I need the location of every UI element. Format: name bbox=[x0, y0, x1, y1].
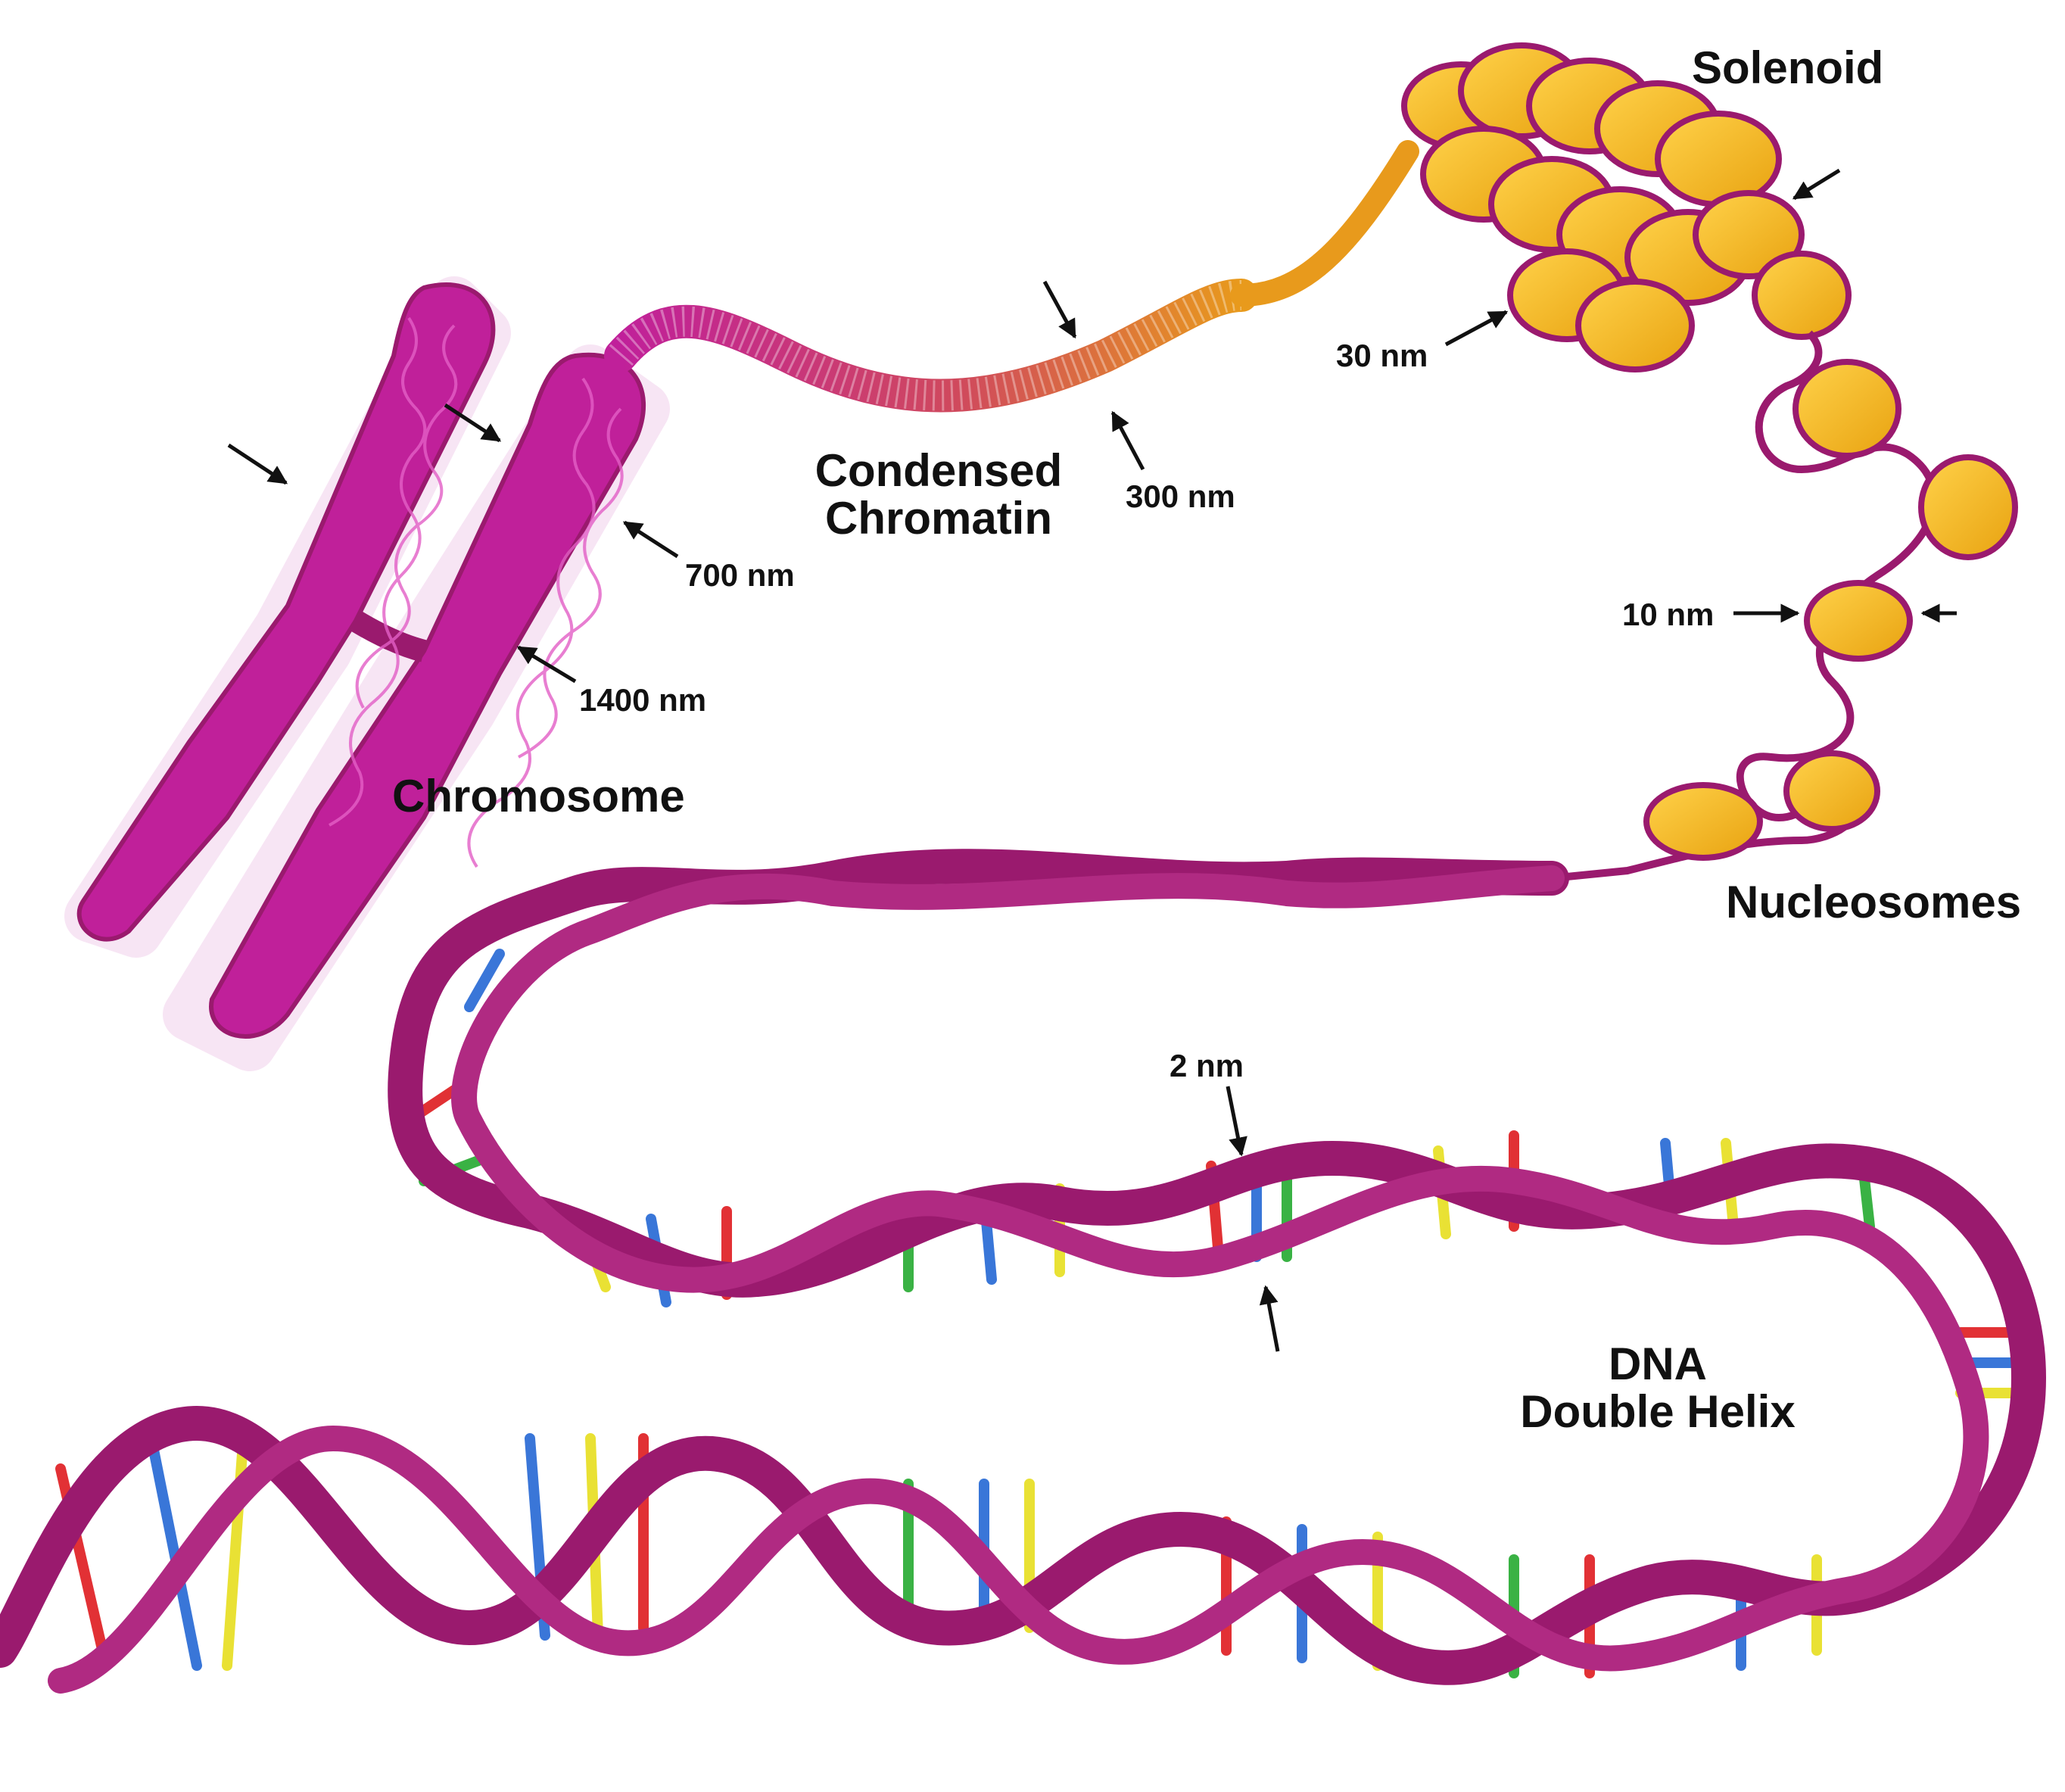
arrow-solenoid bbox=[1794, 170, 1839, 198]
label-condensed-line1: Condensed bbox=[787, 447, 1090, 494]
arrow-chromosome-left bbox=[229, 445, 286, 483]
label-chromosome: Chromosome bbox=[392, 772, 685, 820]
solenoid-structure bbox=[1404, 45, 1849, 369]
arrow-chromatin-top bbox=[1045, 282, 1075, 337]
nucleosome-bead bbox=[1796, 362, 1898, 456]
measure-1400nm: 1400 nm bbox=[579, 684, 706, 717]
measure-2nm: 2 nm bbox=[1170, 1049, 1244, 1083]
label-condensed-chromatin: Condensed Chromatin bbox=[787, 447, 1090, 542]
arrow-30nm bbox=[1446, 312, 1506, 344]
label-condensed-line2: Chromatin bbox=[787, 494, 1090, 542]
measure-30nm: 30 nm bbox=[1336, 339, 1428, 372]
label-nucleosomes: Nucleosomes bbox=[1726, 878, 2021, 926]
chromosome-shape bbox=[79, 285, 643, 1045]
condensed-chromatin-fiber bbox=[621, 151, 1408, 396]
arrow-700nm bbox=[624, 522, 677, 556]
nucleosome-bead bbox=[1646, 785, 1760, 858]
measure-10nm: 10 nm bbox=[1622, 598, 1714, 631]
arrow-300nm bbox=[1113, 413, 1143, 469]
nucleosome-bead bbox=[1921, 457, 2015, 557]
nucleosome-bead bbox=[1786, 753, 1877, 829]
nucleosome-bead bbox=[1807, 583, 1910, 659]
nucleosome-string bbox=[1552, 333, 2015, 878]
label-dna-line1: DNA bbox=[1484, 1340, 1832, 1388]
label-dna-line2: Double Helix bbox=[1484, 1388, 1832, 1435]
measure-700nm: 700 nm bbox=[685, 559, 795, 592]
label-solenoid: Solenoid bbox=[1692, 44, 1883, 92]
measure-300nm: 300 nm bbox=[1126, 480, 1235, 513]
label-dna-double-helix: DNA Double Helix bbox=[1484, 1340, 1832, 1435]
arrow-2nm-top bbox=[1228, 1086, 1241, 1155]
arrow-2nm-bottom bbox=[1266, 1287, 1278, 1351]
